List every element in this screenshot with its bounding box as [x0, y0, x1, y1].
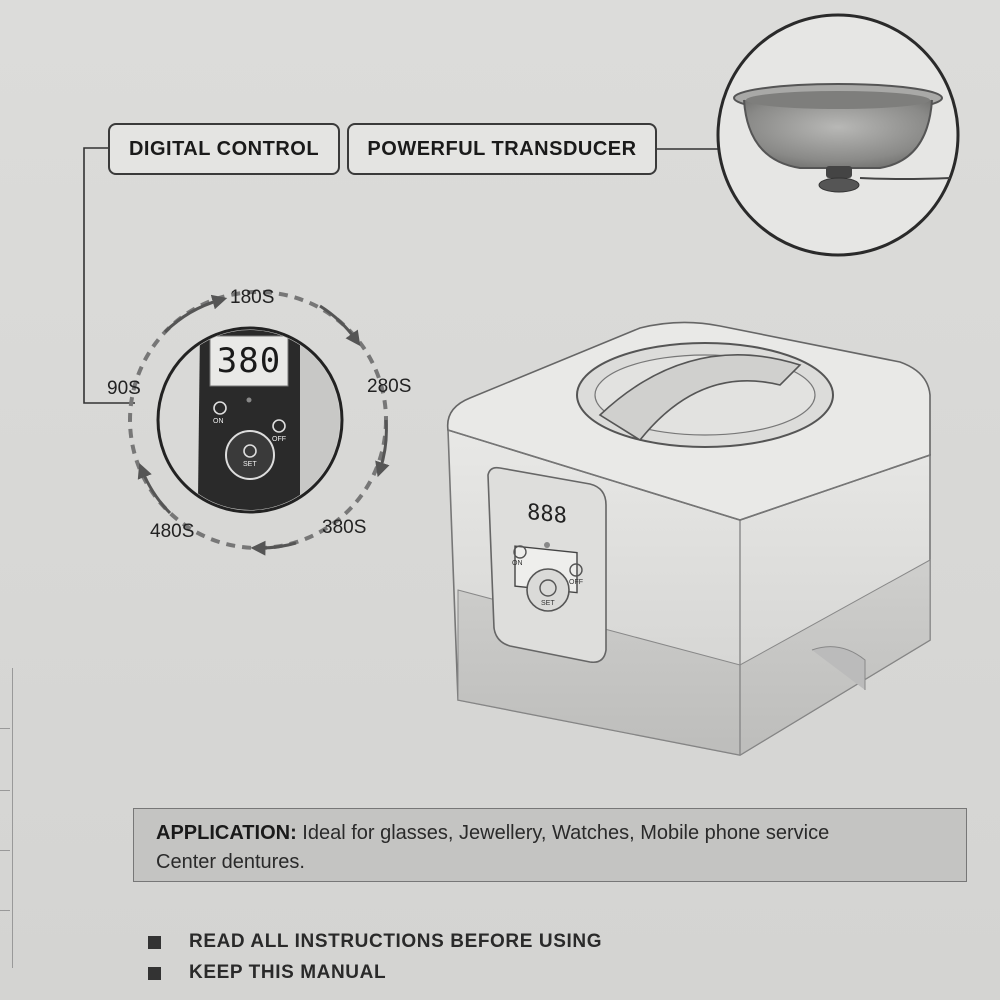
powerful-transducer-label: POWERFUL TRANSDUCER	[347, 123, 657, 175]
device-on-label: ON	[512, 560, 523, 567]
control-panel-zoom	[156, 326, 344, 514]
device-off-label: OFF	[569, 579, 583, 586]
edge-line	[0, 790, 10, 791]
digital-control-label: DIGITAL CONTROL	[108, 123, 340, 175]
zoom-off-label: OFF	[272, 436, 286, 443]
timer-380s: 380S	[322, 517, 367, 538]
bullet-text: KEEP THIS MANUAL	[189, 962, 387, 983]
bullet-item: KEEP THIS MANUAL	[148, 959, 386, 987]
zoom-set-label: SET	[243, 461, 257, 468]
square-bullet-icon	[148, 935, 161, 949]
leader-line-digital	[83, 147, 135, 404]
application-text-2: Center dentures.	[156, 851, 305, 873]
ultrasonic-cleaner-device	[446, 321, 931, 756]
edge-line	[0, 728, 10, 729]
edge-line	[0, 910, 10, 911]
device-set-label: SET	[541, 600, 555, 607]
application-box: APPLICATION: Ideal for glasses, Jeweller…	[133, 808, 967, 882]
application-line-1: APPLICATION: Ideal for glasses, Jeweller…	[156, 819, 952, 848]
transducer-zoom	[716, 13, 960, 257]
square-bullet-icon	[148, 966, 161, 980]
timer-cycle-ring	[128, 290, 390, 556]
application-text: Ideal for glasses, Jewellery, Watches, M…	[296, 822, 830, 844]
zoom-on-label: ON	[213, 418, 224, 425]
device-display-readout: 888	[527, 499, 567, 530]
bullet-text: READ ALL INSTRUCTIONS BEFORE USING	[189, 931, 603, 952]
timer-90s: 90S	[107, 378, 141, 399]
timer-180s: 180S	[230, 287, 275, 308]
edge-line	[0, 850, 10, 851]
bullet-item: READ ALL INSTRUCTIONS BEFORE USING	[148, 928, 602, 956]
timer-280s: 280S	[367, 376, 412, 397]
page-edge-frame	[0, 668, 13, 968]
application-heading: APPLICATION:	[156, 822, 297, 844]
zoom-display-readout: 380	[216, 341, 282, 381]
timer-480s: 480S	[150, 521, 195, 542]
